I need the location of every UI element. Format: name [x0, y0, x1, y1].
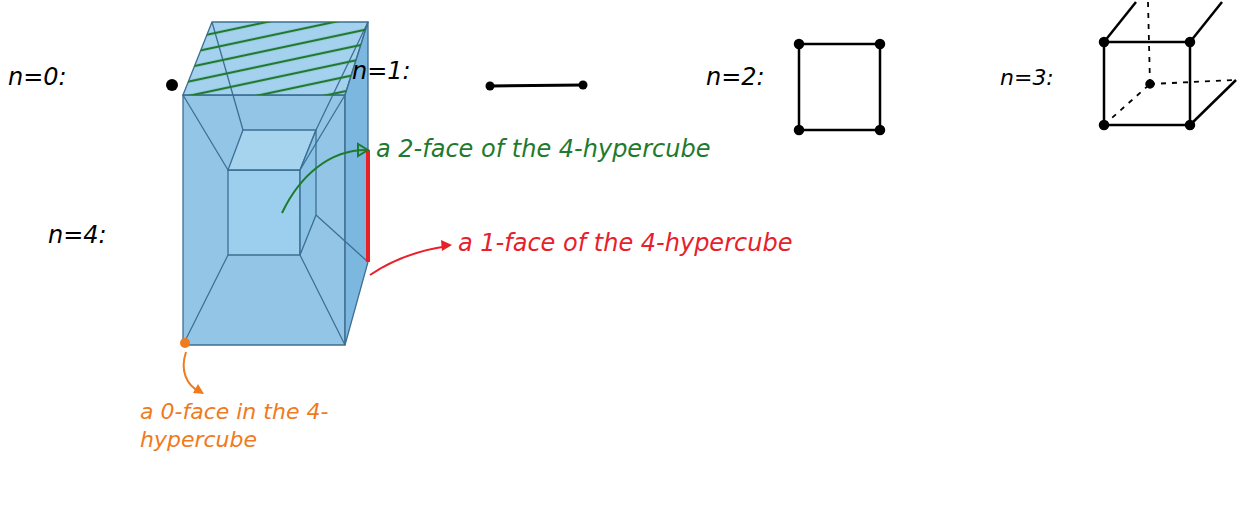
segment: [486, 81, 588, 91]
tesseract: [180, 22, 368, 348]
arrowhead: [441, 240, 452, 251]
square: [795, 40, 884, 134]
arrowhead: [358, 144, 368, 156]
annotation: a 0-face in the 4-hypercube: [140, 398, 350, 453]
leader-line: [282, 150, 366, 213]
dimension-label: n=0:: [8, 62, 67, 92]
annotation: a 1-face of the 4-hypercube: [458, 228, 792, 258]
dimension-label: n=1:: [352, 56, 411, 86]
dimension-label: n=2:: [706, 62, 765, 92]
annotation: a 2-face of the 4-hypercube: [376, 134, 710, 164]
arrowhead: [193, 384, 204, 394]
point: [166, 79, 178, 91]
leader-line: [370, 246, 448, 275]
cube: [1100, 2, 1236, 129]
dimension-label: n=4:: [48, 220, 107, 250]
dimension-label: n=3:: [1000, 64, 1054, 92]
